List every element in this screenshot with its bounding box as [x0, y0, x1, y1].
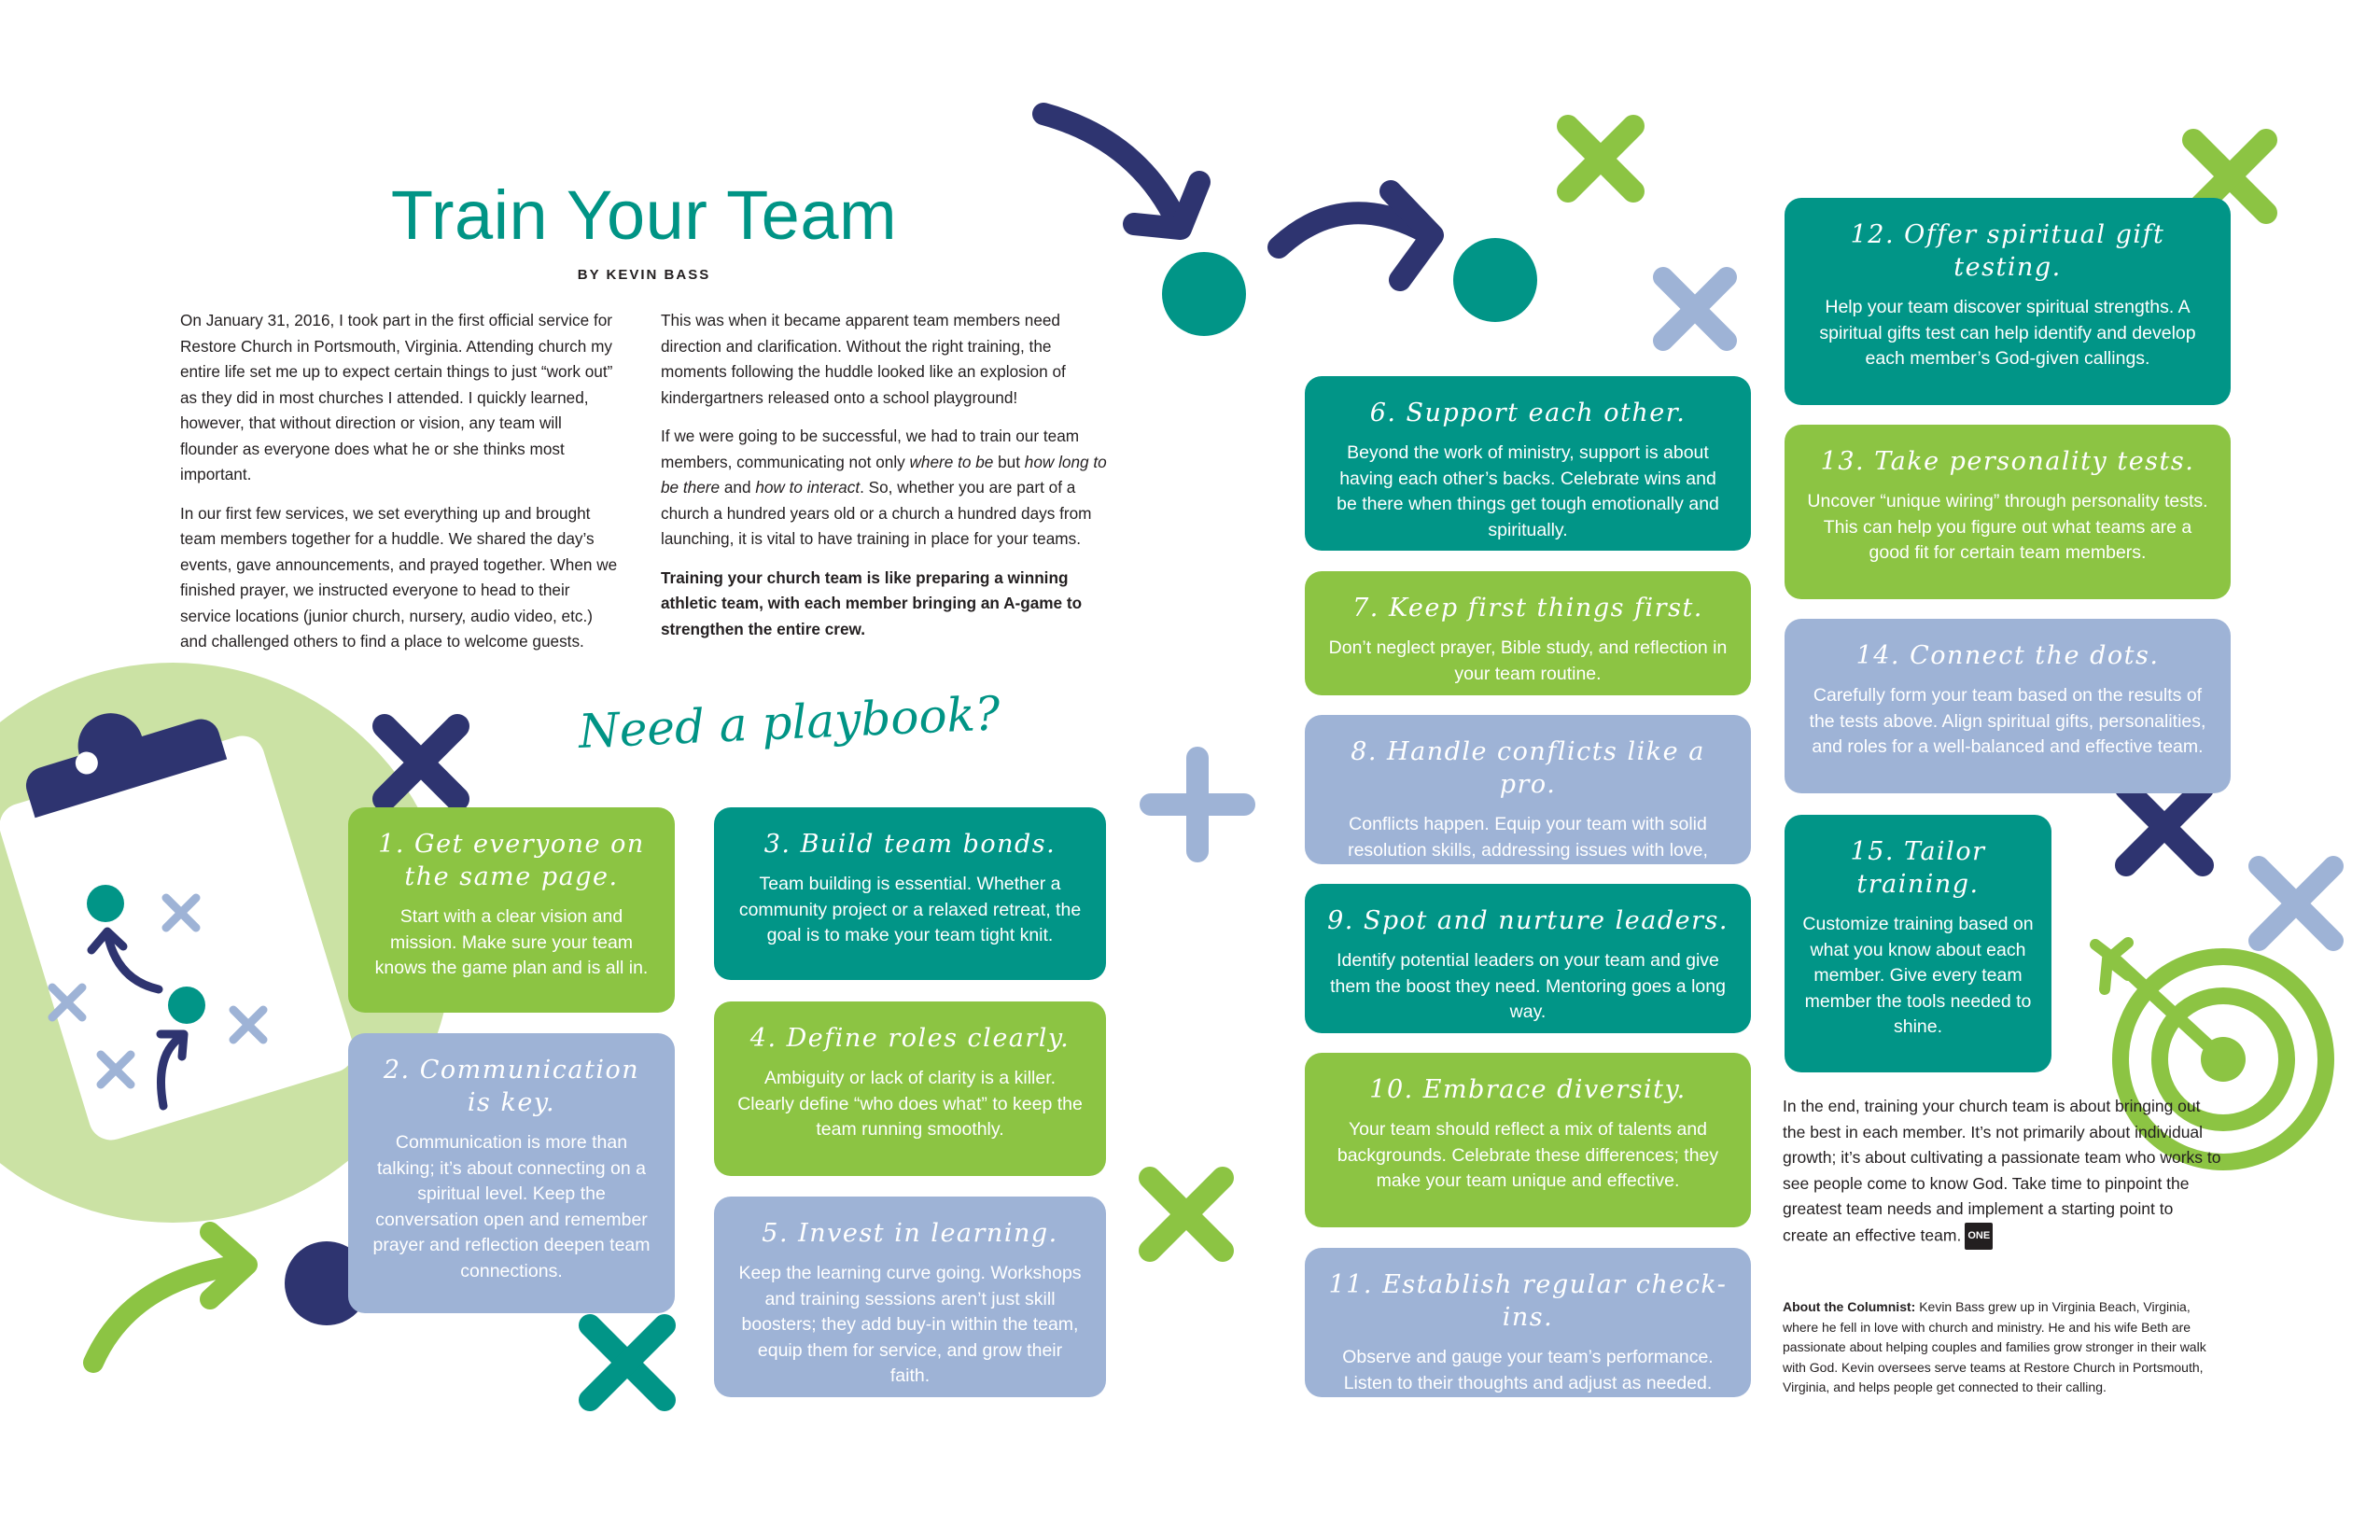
about-label: About the Columnist: — [1783, 1299, 1916, 1314]
tip-card-2: 2. Communication is key. Communication i… — [348, 1033, 675, 1313]
tip-body: Help your team discover spiritual streng… — [1819, 297, 2196, 369]
tip-card-12: 12. Offer spiritual gift testing. Help y… — [1785, 198, 2231, 405]
end-mark: ONE — [1965, 1222, 1994, 1250]
tip-title: 8. Handle conflicts like a pro. — [1351, 737, 1705, 799]
article-title: Train Your Team — [390, 176, 898, 254]
dot-icon — [168, 987, 205, 1024]
x-mark-icon — [2115, 777, 2214, 876]
target-arrow-icon — [2090, 937, 2334, 1170]
tip-title: 14. Connect the dots. — [1855, 641, 2160, 670]
x-mark-icon — [372, 714, 469, 811]
tip-card-7: 7. Keep first things first. Don’t neglec… — [1305, 571, 1751, 695]
tip-body: Observe and gauge your team’s performanc… — [1342, 1347, 1714, 1393]
closing-paragraph: In the end, training your church team is… — [1783, 1094, 2221, 1250]
tip-body: Identify potential leaders on your team … — [1330, 950, 1726, 1022]
tip-card-10: 10. Embrace diversity. Your team should … — [1305, 1053, 1751, 1227]
tip-card-11: 11. Establish regular check-ins. Observe… — [1305, 1248, 1751, 1397]
tip-title: 13. Take personality tests. — [1820, 447, 2195, 476]
tip-body: Start with a clear vision and mission. M… — [374, 906, 649, 978]
tip-title: 4. Define roles clearly. — [749, 1024, 1071, 1053]
tip-body: Your team should reflect a mix of talent… — [1337, 1119, 1719, 1191]
pull-paragraph: Training your church team is like prepar… — [661, 567, 1083, 638]
x-mark-icon — [2248, 856, 2344, 951]
dot-icon — [1162, 252, 1246, 336]
x-mark-icon — [579, 1314, 676, 1411]
tip-body: Beyond the work of ministry, support is … — [1337, 442, 1719, 540]
about-text: Kevin Bass grew up in Virginia Beach, Vi… — [1783, 1299, 2206, 1394]
about-columnist: About the Columnist: Kevin Bass grew up … — [1783, 1297, 2221, 1398]
tip-title: 7. Keep first things first. — [1352, 594, 1703, 623]
tip-card-1: 1. Get everyone on the same page. Start … — [348, 807, 675, 1013]
tip-title: 2. Communication is key. — [383, 1056, 640, 1117]
tip-body: Ambiguity or lack of clarity is a killer… — [737, 1068, 1083, 1140]
article-column-2: This was when it became apparent team me… — [661, 308, 1111, 655]
dot-icon — [87, 885, 124, 922]
plus-mark-icon — [1140, 747, 1255, 862]
x-mark-icon — [1653, 267, 1737, 351]
tip-title: 1. Get everyone on the same page. — [378, 830, 645, 891]
dot-icon — [285, 1241, 369, 1325]
tip-title: 5. Invest in learning. — [762, 1219, 1058, 1248]
curved-arrow-icon — [87, 927, 189, 1111]
x-mark-icon — [1557, 115, 1645, 203]
tip-card-8: 8. Handle conflicts like a pro. Conflict… — [1305, 715, 1751, 886]
tip-body: Don’t neglect prayer, Bible study, and r… — [1328, 637, 1728, 684]
tip-title: 12. Offer spiritual gift testing. — [1850, 220, 2165, 282]
tip-card-4: 4. Define roles clearly. Ambiguity or la… — [714, 1001, 1106, 1176]
tip-body: Keep the learning curve going. Workshops… — [738, 1263, 1082, 1386]
tip-card-6: 6. Support each other. Beyond the work o… — [1305, 376, 1751, 551]
tip-body: Customize training based on what you kno… — [1802, 914, 2034, 1037]
tip-card-13: 13. Take personality tests. Uncover “uni… — [1785, 425, 2231, 599]
tip-title: 9. Spot and nurture leaders. — [1327, 906, 1729, 935]
tip-card-15: 15. Tailor training. Customize training … — [1785, 815, 2051, 1072]
tip-card-9: 9. Spot and nurture leaders. Identify po… — [1305, 884, 1751, 1033]
paragraph: On January 31, 2016, I took part in the … — [180, 311, 613, 483]
byline: BY KEVIN BASS — [577, 267, 711, 283]
tip-card-3: 3. Build team bonds. Team building is es… — [714, 807, 1106, 980]
paragraph: This was when it became apparent team me… — [661, 311, 1066, 407]
tip-title: 3. Build team bonds. — [763, 830, 1057, 859]
curved-arrow-icon — [1032, 103, 1444, 291]
tip-title: 15. Tailor training. — [1850, 837, 1986, 899]
article-column-1: On January 31, 2016, I took part in the … — [180, 308, 619, 668]
tip-title: 10. Embrace diversity. — [1369, 1075, 1687, 1104]
tip-title: 6. Support each other. — [1369, 399, 1687, 427]
curved-arrow-icon — [83, 1222, 258, 1373]
tip-body: Carefully form your team based on the re… — [1809, 685, 2206, 757]
tip-body: Team building is essential. Whether a co… — [738, 874, 1082, 945]
tip-body: Communication is more than talking; it’s… — [372, 1132, 651, 1281]
dot-icon — [1453, 238, 1537, 322]
x-mark-icon — [48, 893, 268, 1089]
tip-body: Conflicts happen. Equip your team with s… — [1348, 814, 1708, 886]
paragraph: If we were going to be successful, we ha… — [661, 427, 1107, 548]
tip-title: 11. Establish regular check-ins. — [1328, 1270, 1728, 1332]
paragraph: In our first few services, we set everyt… — [180, 503, 618, 651]
tip-card-14: 14. Connect the dots. Carefully form you… — [1785, 619, 2231, 793]
tip-body: Uncover “unique wiring” through personal… — [1807, 491, 2208, 563]
x-mark-icon — [1139, 1167, 1234, 1262]
tip-card-5: 5. Invest in learning. Keep the learning… — [714, 1197, 1106, 1397]
